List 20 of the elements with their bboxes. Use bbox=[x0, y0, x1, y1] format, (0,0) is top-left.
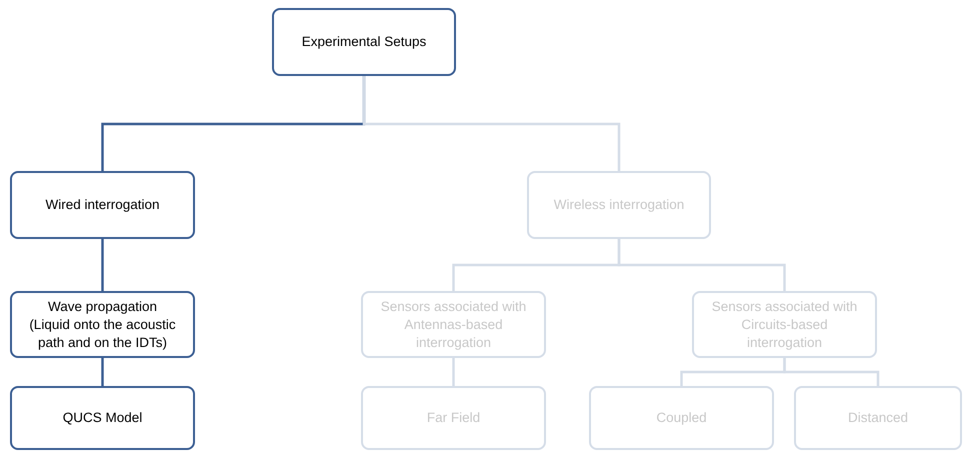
connector-line bbox=[783, 358, 880, 386]
box-label: Experimental Setups bbox=[302, 33, 426, 51]
process-box bbox=[272, 8, 456, 76]
box-label: Wired interrogation bbox=[45, 196, 160, 214]
connector-line bbox=[362, 76, 620, 171]
connector-line bbox=[101, 239, 104, 291]
connector-line bbox=[101, 358, 104, 386]
process-box bbox=[589, 386, 774, 450]
process-box bbox=[692, 291, 877, 358]
process-box bbox=[361, 291, 546, 358]
process-box bbox=[10, 386, 195, 450]
process-box bbox=[10, 291, 195, 358]
process-box bbox=[794, 386, 962, 450]
box-label: QUCS Model bbox=[62, 409, 142, 427]
box-label: Wave propagation (Liquid onto the acoustic path and on the IDTs) bbox=[28, 298, 177, 352]
process-box bbox=[361, 386, 546, 450]
process-box bbox=[10, 171, 195, 239]
connector-line bbox=[452, 358, 455, 386]
process-box bbox=[527, 171, 711, 239]
connector-line bbox=[618, 239, 786, 291]
